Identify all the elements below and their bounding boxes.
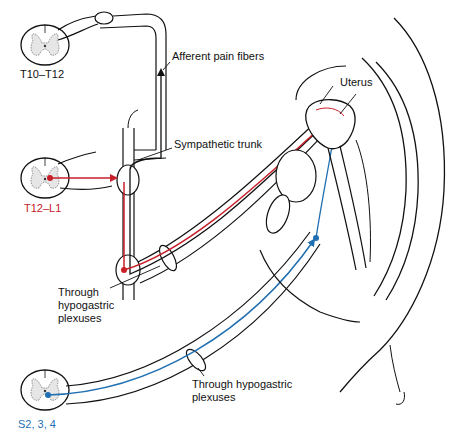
part-label: T10–T12 bbox=[20, 68, 90, 81]
preganglionic-fiber bbox=[123, 182, 125, 268]
sacrum-outline bbox=[376, 62, 418, 300]
ventral-root bbox=[60, 186, 112, 189]
postganglionic-fiber bbox=[124, 130, 318, 270]
ramus bbox=[128, 110, 138, 128]
root-ganglion bbox=[95, 12, 113, 24]
part-label: Sympathetic trunk bbox=[174, 138, 294, 151]
rectum-outline bbox=[356, 140, 370, 262]
spinal-nerve bbox=[113, 14, 166, 150]
nerve-bundle bbox=[140, 134, 324, 283]
part-label: Uterus bbox=[340, 76, 400, 89]
body-outline bbox=[340, 18, 444, 392]
parasympathetic-fiber bbox=[316, 146, 332, 238]
vagina-outline bbox=[340, 146, 366, 268]
leader-line bbox=[110, 266, 160, 288]
peritoneum-line bbox=[296, 66, 346, 100]
nerve-bundle bbox=[138, 120, 318, 262]
part-label: Afferent pain fibers bbox=[172, 50, 302, 63]
part-label: S2, 3, 4 bbox=[18, 418, 98, 431]
body-outline bbox=[390, 345, 405, 404]
leader-line bbox=[340, 94, 356, 114]
part-label: Through hypogastric plexuses bbox=[58, 286, 150, 325]
part-label: T12–L1 bbox=[24, 202, 94, 215]
dorsal-root bbox=[58, 16, 96, 30]
perineum-outline bbox=[260, 250, 360, 322]
dorsal-root bbox=[58, 152, 96, 164]
uterine-branch bbox=[316, 108, 344, 116]
plexus-ring bbox=[156, 243, 180, 273]
pubic-bone bbox=[262, 192, 294, 236]
vagina-outline bbox=[328, 148, 356, 270]
uterus-outline bbox=[306, 100, 355, 149]
sympathetic-ganglion bbox=[117, 165, 139, 195]
spinal-cord-section bbox=[21, 370, 69, 410]
ventral-root bbox=[58, 24, 98, 40]
spinal-nerve bbox=[100, 26, 156, 150]
leader-line bbox=[138, 148, 172, 160]
bladder-outline bbox=[276, 150, 316, 202]
parasympathetic-fiber bbox=[48, 240, 314, 395]
afferent-fiber bbox=[130, 70, 322, 274]
nerve-bundle bbox=[66, 244, 320, 404]
preganglionic-fiber bbox=[50, 177, 116, 179]
part-label: Through hypogastric plexuses bbox=[192, 378, 304, 404]
leader-line bbox=[320, 86, 333, 104]
spinal-cord-section bbox=[21, 25, 69, 65]
leader-line bbox=[198, 368, 204, 376]
leader-line bbox=[163, 62, 170, 70]
